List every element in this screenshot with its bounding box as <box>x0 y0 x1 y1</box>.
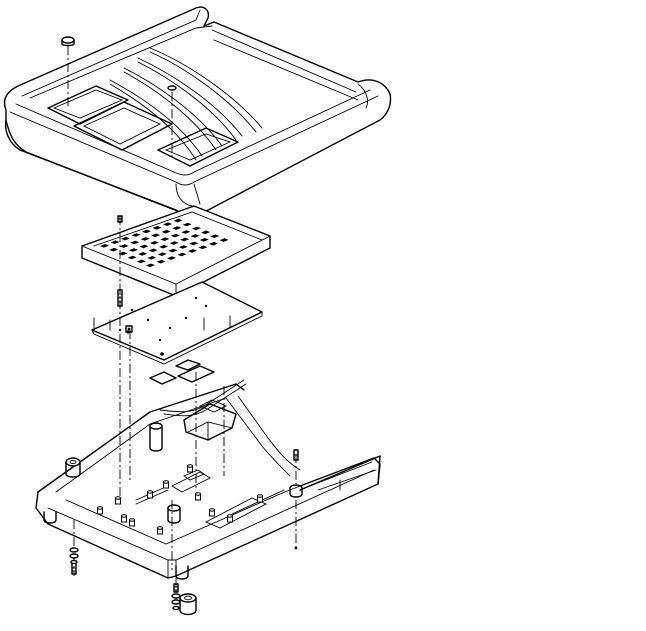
rubber-foot <box>179 593 197 616</box>
keypad-key <box>163 222 172 226</box>
keypad-key <box>127 255 137 260</box>
keypad-key <box>178 245 188 249</box>
keypad-key <box>140 237 150 241</box>
keypad-key <box>121 236 130 241</box>
keypad-key <box>157 252 167 256</box>
cover-screw-left <box>61 36 75 108</box>
standoff-top <box>257 494 263 498</box>
keypad-key <box>191 226 201 231</box>
keypad-key <box>148 248 158 253</box>
keypad-key <box>170 233 180 238</box>
keypad-key <box>177 252 187 257</box>
standoff-top <box>147 490 153 494</box>
circuit-board <box>91 281 263 365</box>
keypad-key <box>109 247 119 252</box>
standoff-top <box>129 518 135 522</box>
standoff-top <box>209 508 215 512</box>
keypad-key <box>119 244 129 248</box>
keypad-key <box>156 259 166 264</box>
keypad-key <box>198 245 208 250</box>
keypad <box>81 205 271 297</box>
keypad-key <box>161 229 171 234</box>
screw-stack-left <box>69 547 79 575</box>
cover-screw-center <box>167 85 177 160</box>
housing-standoffs <box>97 464 263 535</box>
keypad-key <box>189 241 199 246</box>
standoff-top <box>115 496 121 500</box>
screw-right <box>293 449 299 550</box>
keypad-key <box>147 256 157 260</box>
keypad-key <box>172 226 182 230</box>
keypad-key <box>169 241 179 245</box>
keypad-key <box>146 263 155 268</box>
keypad-key <box>210 234 220 238</box>
keypad-key <box>110 240 120 244</box>
top-cover <box>3 6 392 214</box>
standoff-top <box>97 506 103 510</box>
keypad-key <box>209 241 218 246</box>
standoff-top <box>121 514 127 518</box>
contact-pads <box>149 359 215 385</box>
keypad-key <box>136 259 146 264</box>
keypad-key <box>128 248 138 252</box>
keypad-key <box>152 226 162 230</box>
keypad-key <box>201 230 211 235</box>
keypad-key <box>151 233 161 238</box>
keypad-key <box>181 230 191 234</box>
keypad-key <box>188 249 197 253</box>
keypad-key <box>149 241 159 245</box>
keypad-key <box>131 233 141 237</box>
base-housing <box>35 379 381 580</box>
keypad-key <box>130 240 140 245</box>
keypad-keys <box>100 218 229 268</box>
screw-board <box>125 325 133 333</box>
keypad-key <box>168 248 178 253</box>
keypad-key <box>138 252 148 256</box>
keypad-key <box>180 237 190 242</box>
keypad-key <box>142 229 151 234</box>
standoff-top <box>157 526 163 530</box>
keypad-key <box>219 238 229 242</box>
keypad-key <box>190 234 200 238</box>
keypad-key <box>160 237 170 241</box>
fastener-axes <box>73 216 297 604</box>
standoff-top <box>163 480 169 484</box>
keypad-key <box>167 256 176 260</box>
keypad-key <box>182 222 192 227</box>
standoff-top <box>187 464 193 468</box>
keypad-key <box>199 238 209 242</box>
keypad-key <box>159 244 169 249</box>
keypad-key <box>118 251 128 256</box>
keypad-key <box>139 244 149 249</box>
standoff-top <box>195 492 201 496</box>
standoff-top <box>227 514 233 518</box>
keypad-key <box>100 244 109 248</box>
screw-keypad <box>117 215 123 307</box>
keypad-key <box>173 218 183 223</box>
screw-stack-bottom <box>171 583 181 611</box>
